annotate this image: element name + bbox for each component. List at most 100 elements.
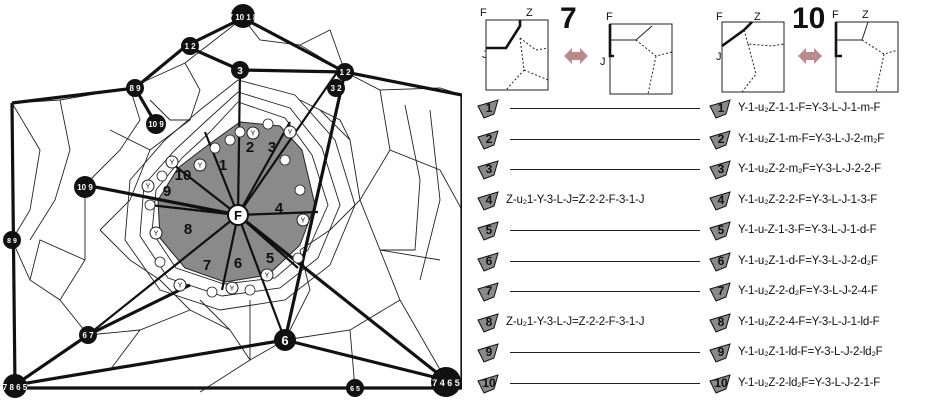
swap-arrow-icon: [564, 48, 588, 64]
y-marker: Y: [170, 160, 175, 167]
mini-label-j: J: [482, 49, 488, 61]
mini-label-j3: J: [716, 51, 722, 63]
equation-text: Y-1-u-Z-1-3-F=Y-3-L-J-1-d-F: [738, 224, 877, 236]
region-label: 4: [275, 200, 284, 217]
piece-glyph-icon: 8: [709, 312, 731, 333]
piece-number: 7: [718, 284, 725, 298]
piece-glyph-icon: 7: [709, 282, 731, 302]
vertex-label: 10 9: [148, 120, 164, 129]
y-marker: Y: [251, 131, 256, 138]
piece-number: 6: [486, 254, 493, 268]
piece-glyph-icon: 9: [477, 343, 499, 363]
blank-line: [510, 352, 700, 353]
equation-row: 1: [476, 98, 702, 124]
equation-text: Z-u₂1-Y-3-L-J=Z-2-2-F-3-1-J: [506, 315, 645, 328]
mini-diagrams-10: F Z J Y F Z J: [716, 9, 899, 93]
equation-row: 9: [476, 342, 702, 368]
region-label: 5: [266, 250, 274, 267]
piece-number: 9: [486, 345, 493, 359]
equation-text: Y-1-u₂Z-1-m-F=Y-3-L-J-2-m₂F: [738, 132, 885, 145]
block-number-10: 10: [792, 2, 826, 35]
vertex-label: 10 9: [77, 183, 93, 192]
equation-row: 7 Y-1-u₂Z-2-d₂F=Y-3-L-J-2-4-F: [708, 281, 926, 307]
piece-glyph-icon: 6: [477, 251, 499, 272]
piece-number: 3: [486, 162, 493, 176]
vertex-label: 7 4 6 5: [432, 378, 460, 388]
blank-line: [510, 230, 700, 231]
piece-glyph-icon: 5: [477, 221, 499, 241]
piece-number: 8: [718, 315, 725, 329]
equation-row: 2: [476, 129, 702, 155]
equation-row: 3 Y-1-u₂Z-2-m₂F=Y-3-L-J-2-2-F: [708, 159, 926, 185]
piece-glyph-icon: 3: [477, 160, 499, 180]
y-marker: Y: [178, 283, 183, 290]
outer-frame: [10, 16, 462, 390]
vertex-label: 3: [237, 66, 243, 77]
region-label: 6: [234, 255, 242, 272]
hatched-markers: [144, 118, 306, 298]
equation-row: 8 Z-u₂1-Y-3-L-J=Z-2-2-F-3-1-J: [476, 312, 702, 338]
subdivision-network-diagram: 1 2 3 4 5 6 7 8 9 10 Y Y Y Y Y Y Y Y Y Y…: [3, 4, 462, 398]
mini-label-z3: Z: [754, 11, 761, 23]
equation-row: 1 Y-1-u₂Z-1-1-F=Y-3-L-J-1-m-F: [708, 98, 926, 124]
mini-diagrams-7: F Z J Y F J: [480, 7, 673, 95]
piece-number: 3: [718, 162, 725, 176]
piece-glyph-icon: 4: [709, 190, 731, 211]
equation-text: Y-1-u₂Z-2-d₂F=Y-3-L-J-2-4-F: [738, 285, 878, 297]
piece-glyph-icon: 1: [709, 99, 731, 119]
piece-number: 4: [486, 193, 493, 207]
region-label: 2: [246, 139, 254, 156]
region-label: 7: [203, 257, 211, 274]
vertex-label: 1 2: [339, 68, 351, 77]
vertex-label: 6 7: [82, 331, 94, 340]
piece-glyph-icon: 6: [709, 251, 731, 272]
y-marker: Y: [198, 163, 203, 170]
equation-row: 7: [476, 281, 702, 307]
piece-glyph-icon: 5: [709, 221, 731, 241]
equation-row: 5 Y-1-u-Z-1-3-F=Y-3-L-J-1-d-F: [708, 220, 926, 246]
piece-number: 8: [486, 315, 493, 329]
equation-text: Y-1-u₂Z-1-d-F=Y-3-L-J-2-d₂F: [738, 254, 878, 267]
piece-glyph-icon: 4: [477, 190, 499, 211]
region-label: 9: [163, 183, 171, 200]
y-marker: Y: [301, 218, 306, 225]
equation-text: Y-1-u₂Z-1-ld-F=Y-3-L-J-2-ld₂F: [738, 346, 883, 358]
y-markers: Y Y Y Y Y Y Y Y Y Y: [141, 125, 310, 295]
region-label: 1: [219, 157, 227, 174]
mini-label-j2: J: [600, 56, 606, 68]
equation-row: 2 Y-1-u₂Z-1-m-F=Y-3-L-J-2-m₂F: [708, 129, 926, 155]
piece-number: 10: [482, 376, 496, 390]
mini-label-f2: F: [606, 11, 613, 23]
region-label: 8: [184, 221, 192, 238]
vertex-label: 6 5: [350, 386, 360, 393]
piece-number: 1: [486, 101, 493, 115]
center-node-f: F: [227, 204, 249, 226]
y-marker: Y: [288, 130, 293, 137]
y-marker: Y: [230, 286, 235, 293]
piece-number: 4: [718, 193, 725, 207]
equation-row: 6 Y-1-u₂Z-1-d-F=Y-3-L-J-2-d₂F: [708, 251, 926, 277]
mini-label-z: Z: [526, 7, 533, 19]
vertex-label: 6: [281, 333, 288, 348]
equation-row: 6: [476, 251, 702, 277]
blank-line: [510, 260, 700, 262]
y-marker: Y: [154, 231, 159, 238]
vertex-label: 7 10 1 8: [229, 13, 258, 22]
equation-text: Y-1-u₂Z-1-1-F=Y-3-L-J-1-m-F: [738, 102, 881, 114]
piece-number: 2: [718, 132, 725, 146]
y-marker: Y: [265, 273, 270, 280]
equation-row: 3: [476, 159, 702, 185]
blank-line: [510, 138, 700, 140]
equation-text: Y-1-u₂Z-2-m₂F=Y-3-L-J-2-2-F: [738, 163, 881, 175]
vertex-label: 8 9: [7, 238, 17, 245]
mini-label-f3: F: [716, 11, 723, 23]
blank-line: [510, 291, 700, 292]
piece-glyph-icon: 1: [477, 99, 499, 119]
blank-line: [510, 169, 700, 170]
region-label: 3: [268, 139, 276, 156]
vertex-label: 7 8 6 5: [3, 383, 28, 392]
blank-line: [510, 108, 700, 109]
